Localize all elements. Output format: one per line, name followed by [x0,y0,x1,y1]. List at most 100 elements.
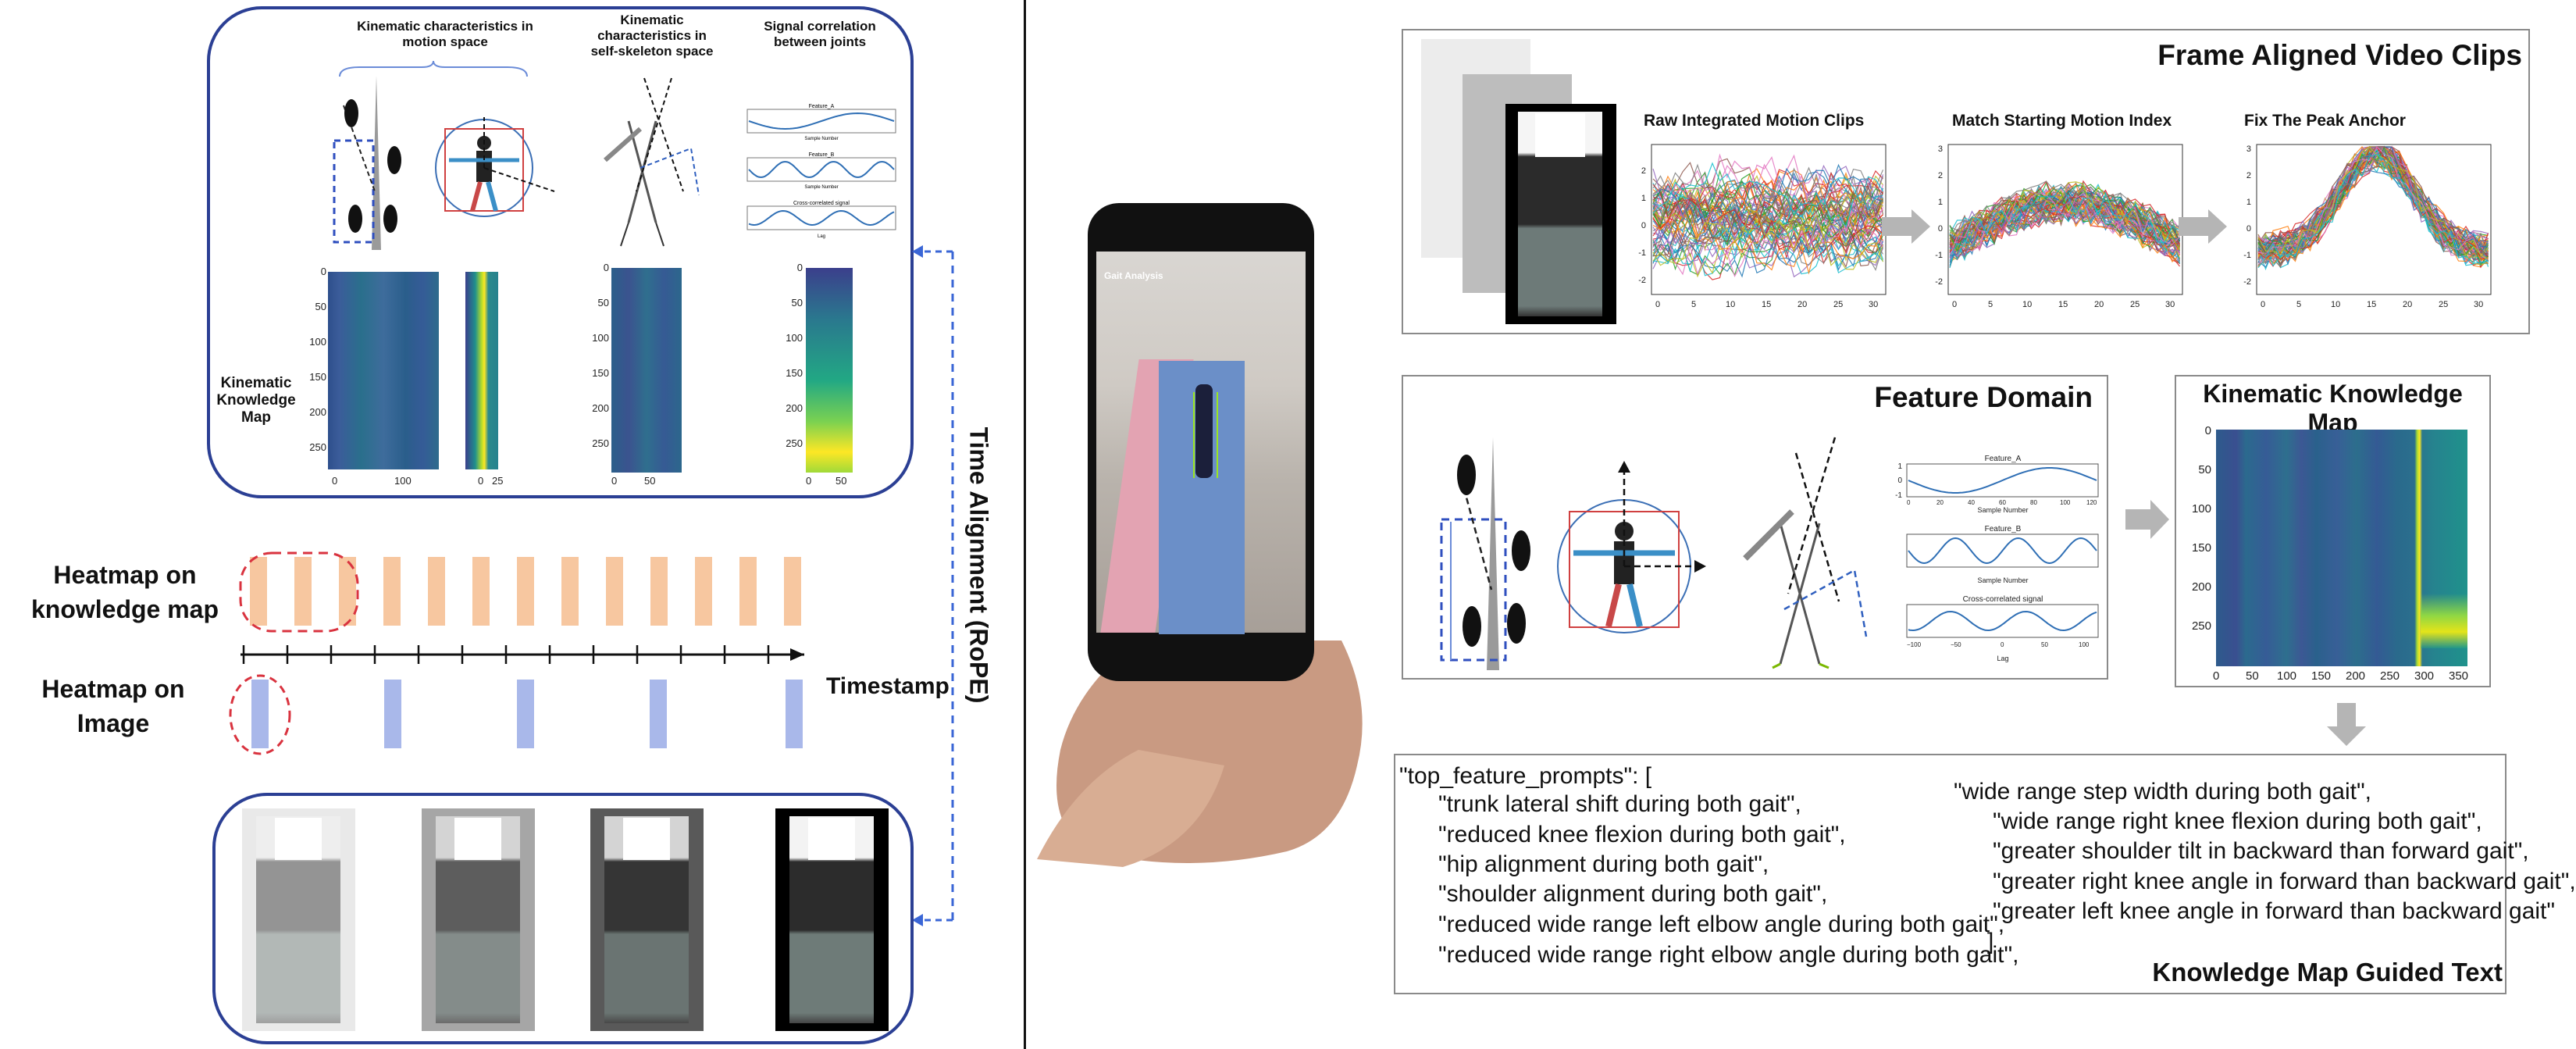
motion-line [1652,179,1883,237]
knowledge-heat-bar [784,557,801,626]
fsig-ytick-a-1: 0 [1897,476,1902,485]
image-heat-bar [384,680,401,748]
lhm2-xtick-0: 0 [478,475,483,487]
motion-line [1652,188,1883,253]
lhm4-ytick-1: 50 [792,297,803,309]
kkm-ytick-0: 0 [2205,424,2211,437]
mini-signal-xlabel-b: Sample Number [804,185,838,190]
knowledge-heat-bar [472,557,490,626]
clipC-xtick-6: 30 [2474,300,2483,309]
clipB-ytick-4: -1 [1935,251,1943,260]
phone-screen: Gait Analysis [1096,252,1306,634]
knowledge-heat-bar [695,557,712,626]
mini-signal-title-b: Feature_B [809,152,835,158]
lhm1-xtick-0: 0 [332,475,337,487]
fsig-xtick-a-6: 120 [2086,499,2097,506]
fsig-xtick-a-4: 80 [2030,499,2037,506]
blue-bars [251,680,803,748]
clip-chart-match: 3 2 1 0 -1 -2 0 5 10 15 20 25 30 [1935,144,2183,309]
clipA-ytick-3: -1 [1638,248,1646,258]
knowledge-heat-bar [561,557,579,626]
fsig-ytick-a-0: 1 [1897,462,1902,471]
clipB-xtick-2: 10 [2022,300,2032,309]
kkm-ytick-3: 150 [2192,541,2211,555]
fsig-title-b: Feature_B [1985,525,2022,533]
knowledge-heat-bar [428,557,445,626]
motion-line [1652,198,1883,259]
knowledge-heat-bar [650,557,668,626]
fsig-xlabel-a: Sample Number [1977,506,2028,514]
clipC-xtick-5: 25 [2439,300,2448,309]
motion-line [1652,185,1884,249]
clip-title-raw: Raw Integrated Motion Clips [1644,112,1865,130]
kkm-ytick-2: 100 [2192,502,2211,516]
fsig-xtick-a-3: 60 [1999,499,2006,506]
clipC-ytick-4: -1 [2243,251,2251,260]
motion-line [1949,192,2180,258]
video-frame [422,808,535,1031]
motion-line [1652,195,1883,255]
fsig-ytick-a-2: -1 [1895,491,1902,500]
kkm-xtick-0: 0 [2213,669,2219,683]
lhm4-ytick-4: 200 [786,402,803,414]
motion-line [1949,195,2180,252]
left-heatmap-1 [328,272,439,469]
header-self-skeleton: Kinematic characteristics in self-skelet… [590,12,714,59]
kkm-xtick-1: 50 [2246,669,2259,683]
lhm4-ytick-2: 100 [786,332,803,344]
kkm-xtick-3: 150 [2311,669,2331,683]
kkm-down-arrow [2327,703,2366,746]
clip-title-peak: Fix The Peak Anchor [2244,112,2406,130]
lhm-ytick-1: 50 [315,301,326,312]
time-alignment-connector [912,245,954,926]
image-heat-bar [251,680,269,748]
prompt-line: "reduced knee flexion during both gait", [1438,822,1846,847]
knowledge-heat-bar [294,557,312,626]
clipC-xtick-2: 10 [2331,300,2340,309]
prompt-line: "top_feature_prompts": [ [1399,763,1652,789]
clipC-xtick-0: 0 [2261,300,2265,309]
prompt-line: "wide range step width during both gait"… [1954,779,2371,805]
feature-domain-illustration [1440,437,1868,670]
clipC-xtick-1: 5 [2296,300,2301,309]
clipC-xtick-4: 20 [2403,300,2412,309]
lhm1-xtick-1: 100 [394,475,412,487]
clipA-xtick-5: 25 [1833,300,1843,309]
motion-line [1652,224,1884,277]
motion-line [1652,172,1883,236]
clipB-xtick-3: 15 [2058,300,2068,309]
fsig-xtick-c-0: −100 [1907,641,1922,648]
clip-c-lines [2257,145,2489,271]
lhm3-xtick-1: 50 [644,475,655,487]
clipC-ytick-0: 3 [2246,145,2251,154]
clipC-ytick-3: 0 [2246,224,2251,234]
clipC-ytick-1: 2 [2246,171,2251,180]
clipA-ytick-2: 0 [1641,221,1646,230]
lhm3-ytick-2: 100 [592,332,609,344]
clipC-ytick-5: -2 [2243,277,2251,287]
feature-signal-charts: Feature_A Sample Number Feature_B Sample… [1895,455,2099,662]
prompt-line: "reduced wide range left elbow angle dur… [1438,912,2005,937]
prompt-line: "shoulder alignment during both gait", [1438,881,1828,907]
fsig-title-c: Cross-correlated signal [1963,595,2043,604]
motion-line [1949,181,2181,251]
clip-a-lines [1652,153,1884,280]
vertical-divider [1024,0,1026,1049]
motion-space-bracket [339,60,528,77]
clip-b-lines [1949,180,2181,269]
motion-line [1652,221,1884,277]
prompt-line: "reduced wide range right elbow angle du… [1438,942,2019,968]
video-frame [775,808,889,1031]
phone-status-text: Gait Analysis [1104,270,1163,281]
image-heat-bar [650,680,667,748]
motion-line [1949,201,2180,263]
feature-to-kkm-arrow [2125,500,2169,539]
prompt-line: "greater right knee angle in forward tha… [1993,869,2576,894]
mini-signal-charts: Feature_A Sample Number Feature_B Sample… [746,104,896,239]
fsig-xtick-a-5: 100 [2060,499,2071,506]
clipB-xtick-1: 5 [1988,300,1993,309]
motion-line [1652,163,1884,231]
fsig-xtick-a-1: 20 [1936,499,1944,506]
clipA-ytick-1: 1 [1641,194,1646,203]
clipB-xtick-0: 0 [1952,300,1957,309]
